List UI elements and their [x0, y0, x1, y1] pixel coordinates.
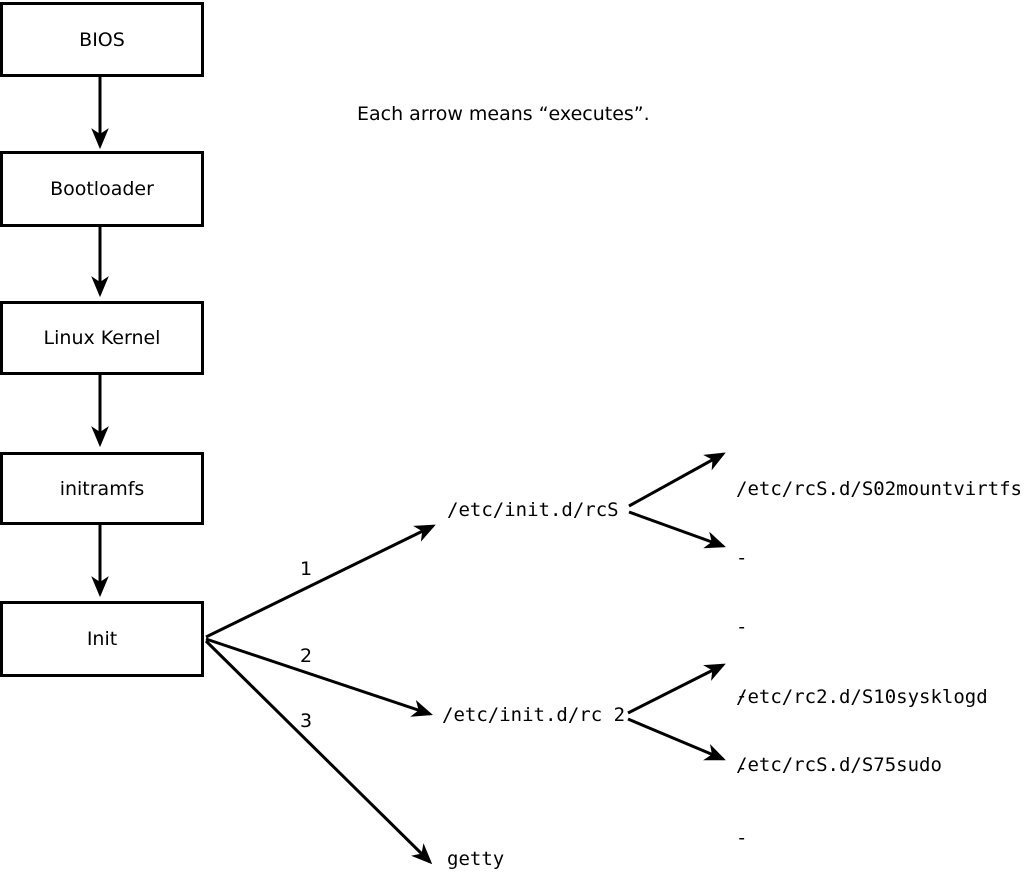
- rcs-child-item: -: [736, 547, 748, 569]
- box-bios-label: BIOS: [79, 28, 125, 51]
- arrow-rcs-to-s02mountvirtfs: [628, 452, 726, 508]
- arrow-rc2-to-s99gdm: [627, 717, 726, 761]
- rc2-children-list: /etc/rc2.d/S10sysklogd - - - /etc/rc2.d/…: [736, 640, 988, 875]
- box-bootloader-label: Bootloader: [50, 178, 154, 200]
- rc2-child-item: -: [736, 756, 748, 779]
- arrow-init-to-rcs: [205, 524, 436, 639]
- rc2-child-item: -: [736, 827, 748, 849]
- box-initramfs-label: initramfs: [59, 477, 145, 500]
- rc2-child-item: /etc/rc2.d/S10sysklogd: [736, 686, 988, 708]
- arrow-rc2-to-s10sysklogd: [627, 663, 726, 715]
- arrow-init-to-getty: [204, 639, 433, 865]
- branch-number-3: 3: [300, 710, 313, 732]
- arrow-rcs-to-s75sudo: [628, 510, 726, 549]
- box-init: Init: [0, 601, 204, 677]
- rcs-child-item: -: [736, 616, 748, 638]
- rcs-child-item: /etc/rcS.d/S75sudo: [736, 754, 942, 776]
- box-initramfs: initramfs: [0, 452, 204, 525]
- branch-number-2: 2: [300, 645, 313, 667]
- box-linux-kernel: Linux Kernel: [0, 301, 204, 375]
- target-getty-label: getty: [447, 848, 505, 870]
- box-bootloader: Bootloader: [0, 151, 204, 227]
- rcs-children-list: /etc/rcS.d/S02mountvirtfs - - - /etc/rcS…: [736, 433, 1022, 822]
- box-linux-kernel-label: Linux Kernel: [43, 327, 161, 349]
- arrow-init-to-rc2: [205, 637, 433, 717]
- box-bios: BIOS: [0, 2, 204, 77]
- box-init-label: Init: [86, 628, 118, 650]
- legend-note: Each arrow means “executes”.: [357, 103, 650, 125]
- rcs-child-item: /etc/rcS.d/S02mountvirtfs: [736, 478, 1022, 500]
- target-rc2-label: /etc/init.d/rc 2: [442, 704, 626, 726]
- target-rcs-label: /etc/init.d/rcS: [447, 499, 619, 521]
- rcs-child-item: -: [736, 685, 748, 707]
- branch-number-1: 1: [300, 558, 313, 580]
